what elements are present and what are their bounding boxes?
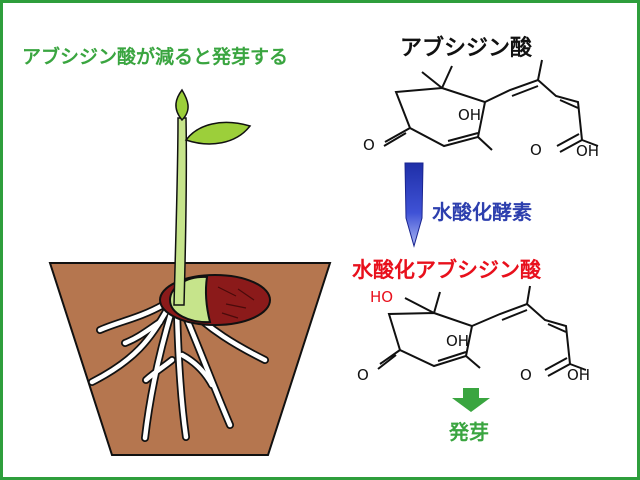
germination-label: 発芽 [449, 420, 489, 444]
diagram-title: アブシジン酸が減ると発芽する [22, 46, 289, 68]
pa-hydroxyl: OH [446, 332, 469, 350]
pa-carbonyl-o: O [520, 366, 532, 384]
aba-carbonyl-o: O [530, 141, 542, 159]
pa-ketone-o: O [357, 366, 369, 384]
pa-ho: HO [370, 288, 393, 306]
enzyme-arrow [404, 162, 424, 248]
leaf-upper [175, 88, 189, 122]
enzyme-label: 水酸化酵素 [432, 200, 532, 224]
plant-shoot [173, 88, 252, 306]
pa-atom-labels: HO O OH O OH [357, 288, 590, 384]
abscisic-acid-label: アブシジン酸 [400, 36, 533, 61]
plant-roots [88, 301, 269, 442]
germination-arrow [452, 388, 490, 412]
pa-acid-oh: OH [567, 366, 590, 384]
aba-atom-labels: O OH O OH [363, 106, 599, 160]
hydroxy-aba-label: 水酸化アブシジン酸 [352, 258, 541, 282]
stem [173, 117, 188, 306]
leaf-right [184, 121, 252, 145]
aba-hydroxyl: OH [458, 106, 481, 124]
aba-structure [383, 59, 599, 153]
pa-structure [377, 285, 587, 377]
aba-acid-oh: OH [576, 142, 599, 160]
aba-ketone-o: O [363, 136, 375, 154]
